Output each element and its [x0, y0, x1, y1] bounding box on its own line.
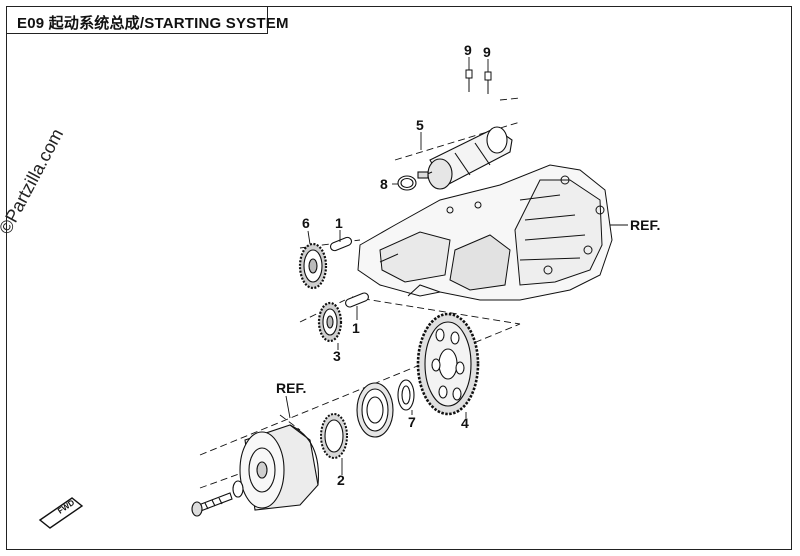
o-ring [397, 175, 417, 191]
fwd-badge [38, 497, 84, 529]
washer [397, 379, 415, 411]
callout-5: 5 [416, 117, 424, 133]
title-box: E09 起动系统总成/STARTING SYSTEM [6, 6, 288, 34]
flange-bolt [191, 480, 244, 517]
starter-ring-gear [416, 312, 480, 416]
callout-leaders [285, 57, 628, 475]
flywheel-rotor [239, 424, 319, 511]
callout-3: 3 [333, 348, 341, 364]
crankcase [357, 164, 613, 301]
callout-6: 6 [302, 215, 310, 231]
callout-7: 7 [408, 414, 416, 430]
ref-label-flywheel: REF. [276, 380, 307, 396]
drawing-frame [6, 6, 792, 550]
one-way-clutch [356, 382, 394, 438]
starter-bolt [465, 69, 492, 94]
bearing [320, 413, 348, 459]
callout-8: 8 [380, 176, 388, 192]
idler-gear [298, 242, 328, 290]
starter-motor [417, 126, 513, 190]
callout-9b: 9 [483, 44, 491, 60]
callout-2: 2 [337, 472, 345, 488]
callout-9a: 9 [464, 42, 472, 58]
callout-1b: 1 [352, 320, 360, 336]
callout-1a: 1 [335, 215, 343, 231]
page-title: E09 起动系统总成/STARTING SYSTEM [17, 15, 289, 32]
ref-label-crankcase: REF. [630, 217, 661, 233]
reduction-gear [317, 301, 343, 343]
callout-4: 4 [461, 415, 469, 431]
shaft [329, 236, 369, 308]
